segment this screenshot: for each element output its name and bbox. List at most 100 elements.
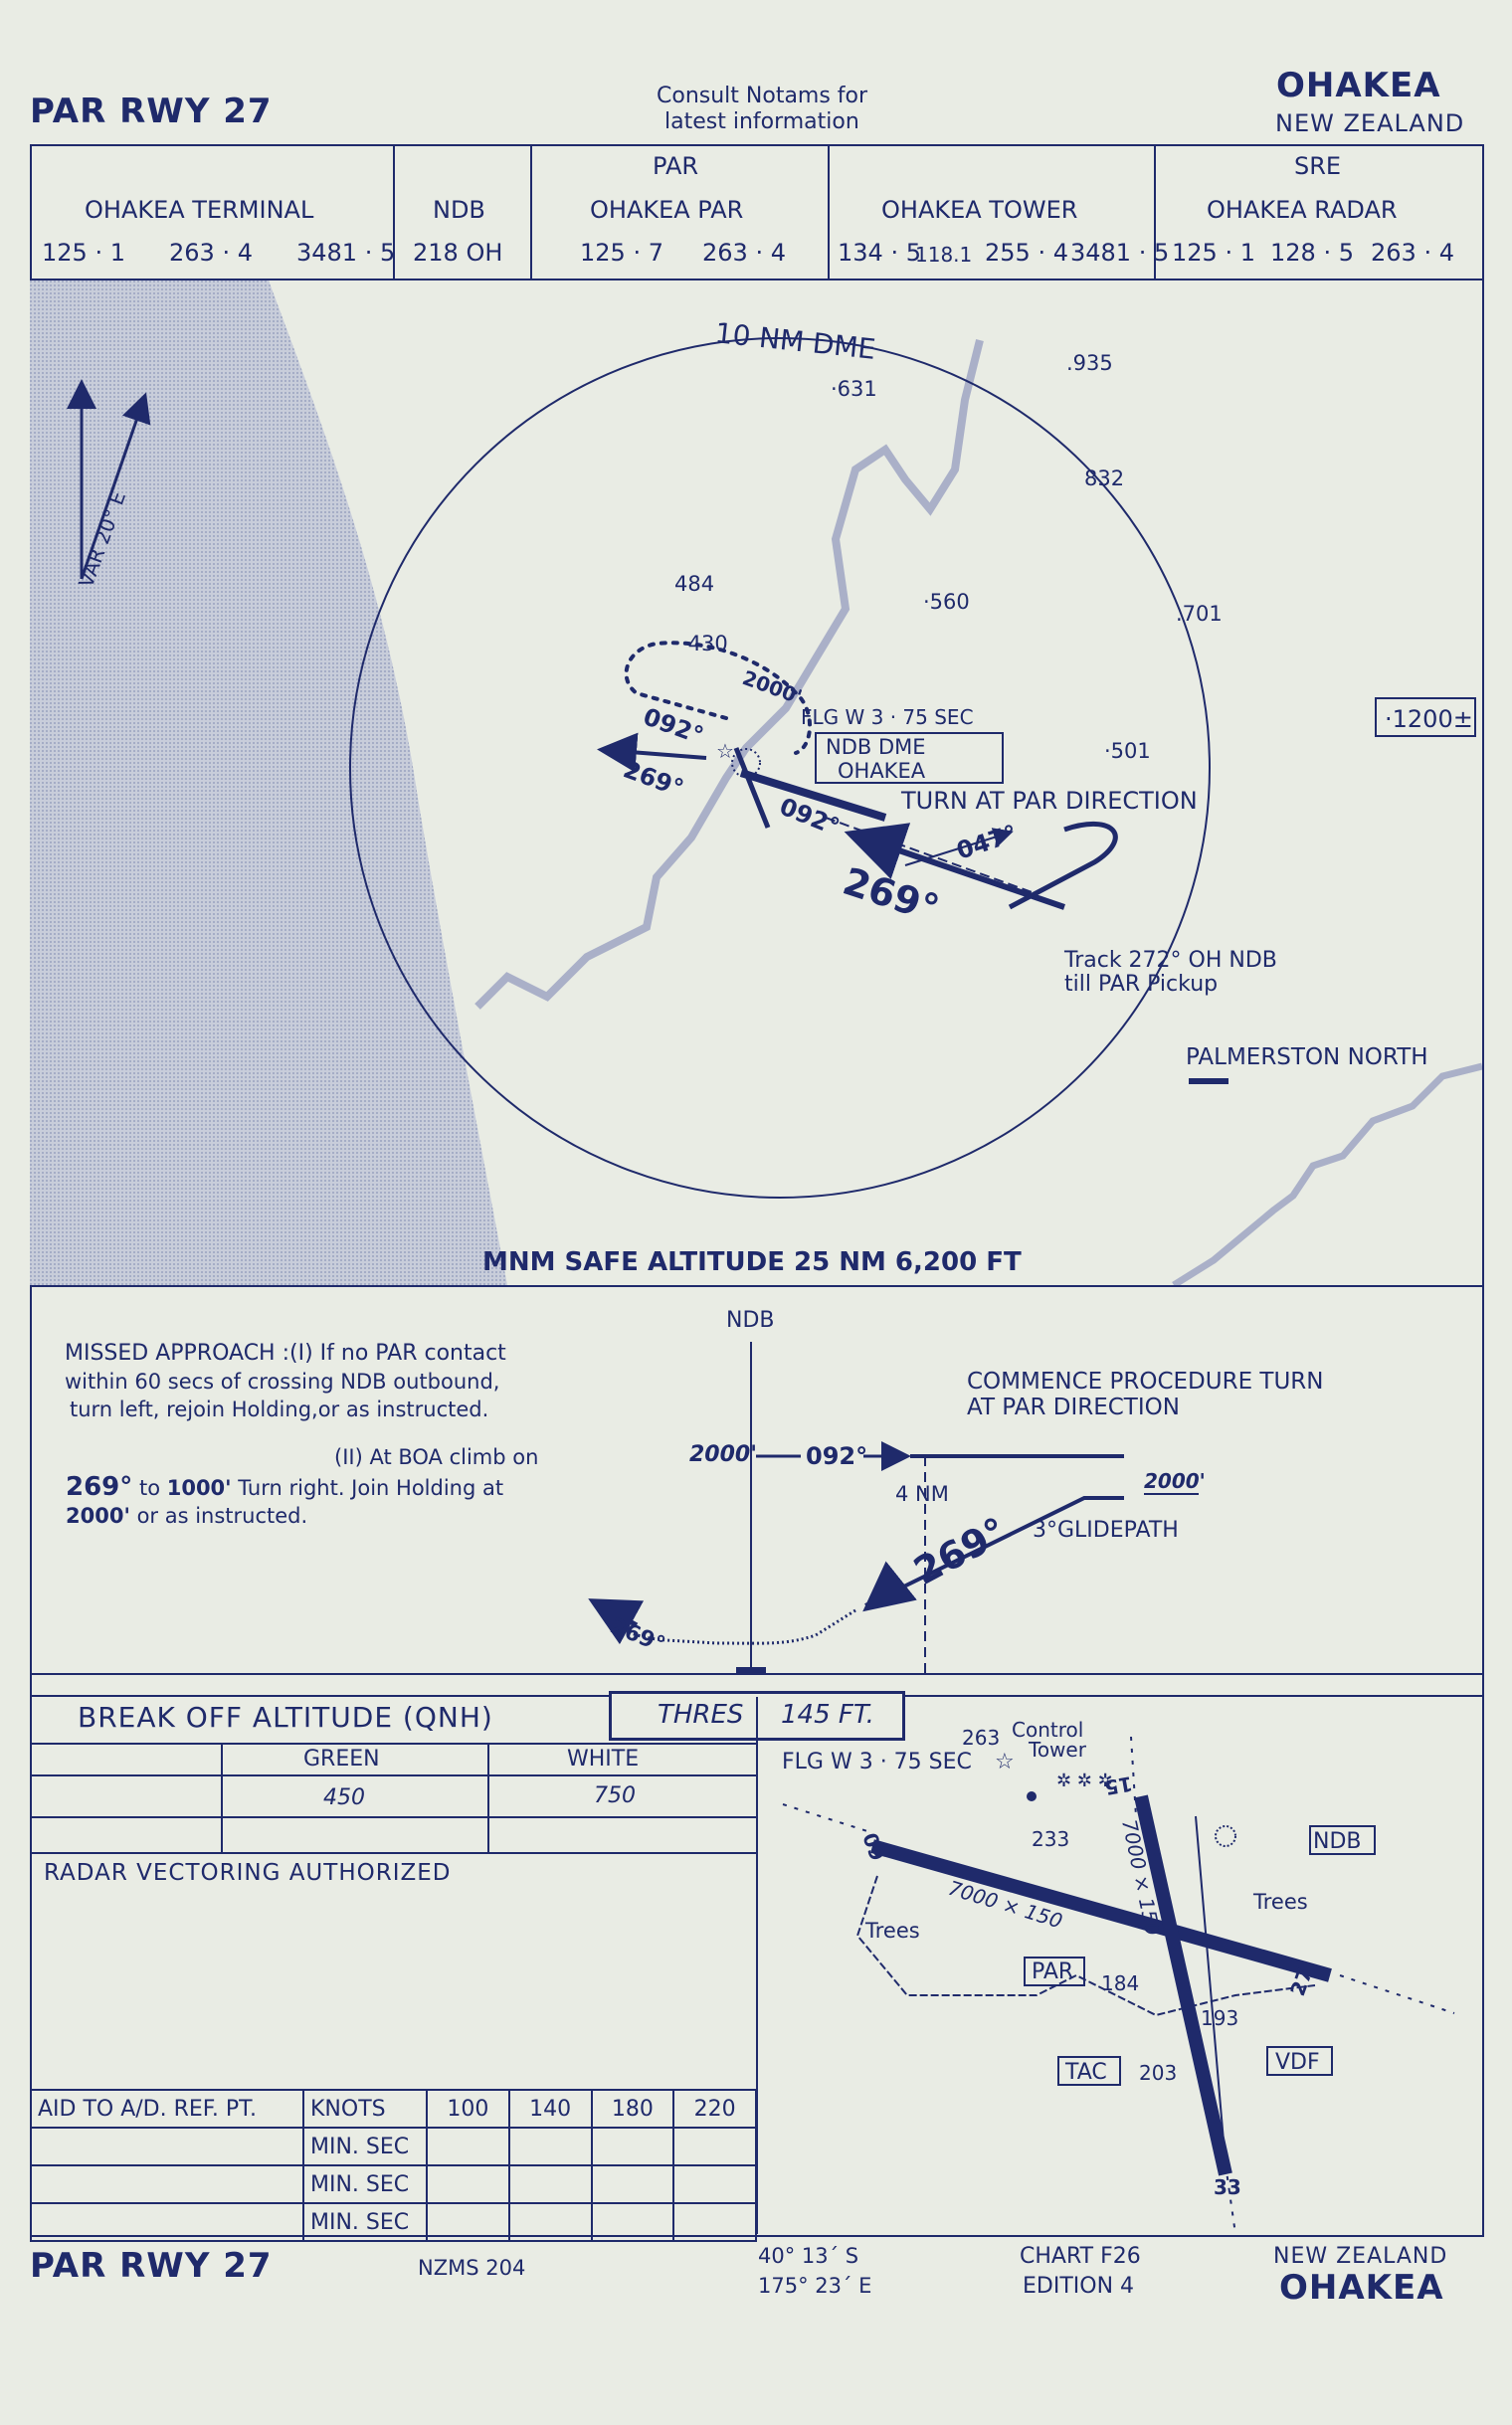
time-table: AID TO A/D. REF. PT. KNOTS 100 140 180 2… — [30, 2089, 757, 2242]
sre-top: SRE — [1294, 152, 1342, 180]
final-course: 269° — [838, 859, 944, 931]
missed-approach-1a: :(I) If no PAR contact — [282, 1341, 506, 1366]
par-freq-1: 125 · 7 — [580, 239, 663, 267]
sre-freq-1: 125 · 1 — [1172, 239, 1255, 267]
turn-note: TURN AT PAR DIRECTION — [900, 787, 1198, 815]
missed-to: to — [132, 1476, 167, 1500]
glidepath-line — [864, 1496, 1124, 1607]
holding-pattern — [624, 641, 813, 755]
spot-height: ·501 — [1104, 739, 1151, 763]
procedure-turn-heading: 047° — [953, 820, 1021, 865]
glidepath-label: 3°GLIDEPATH — [1033, 1518, 1179, 1543]
ad-ndb-icon — [1215, 1825, 1236, 1847]
knots-label: KNOTS — [302, 2089, 428, 2129]
terminal-freq-3: 3481 · 5 — [296, 239, 396, 267]
elev-203: 203 — [1139, 2061, 1177, 2085]
ad-ndb-label: NDB — [1313, 1829, 1362, 1854]
procedure-turn-path — [1008, 821, 1118, 910]
hold-altitude: 2000' — [739, 665, 805, 709]
spot-height: 484 — [674, 572, 714, 596]
min-sec-label: MIN. SEC — [302, 2202, 428, 2242]
river — [474, 339, 984, 1010]
vdf-label: VDF — [1275, 2050, 1320, 2075]
chart-number: CHART F26 — [1020, 2244, 1141, 2269]
tower-label: OHAKEA TOWER — [881, 196, 1078, 224]
beacon-star-icon: ☆ — [716, 739, 734, 763]
notams-line-1: Consult Notams for — [657, 84, 868, 108]
green-value: 450 — [323, 1785, 365, 1810]
green-header: GREEN — [303, 1747, 380, 1772]
sea-area — [30, 280, 507, 1285]
beacon-label: FLG W 3 · 75 SEC — [801, 705, 974, 729]
footer-title: PAR RWY 27 — [30, 2246, 273, 2286]
ad-beacon-icon: ☆ — [995, 1750, 1015, 1774]
station-name: OHAKEA — [1276, 66, 1441, 105]
runway-09-27 — [870, 1839, 1332, 1982]
profile-left-altitude: 2000' — [689, 1442, 757, 1467]
tacan-label: TAC — [1064, 2060, 1107, 2085]
plan-view: 10 NM DME VAR 20° E ·631 .935 832 484 ·5… — [30, 280, 1482, 1285]
sre-freq-3: 263 · 4 — [1371, 239, 1454, 267]
commence-line-2: AT PAR DIRECTION — [967, 1395, 1180, 1420]
runway-09-label: 09 — [857, 1830, 889, 1864]
profile-distance: 4 NM — [895, 1482, 949, 1506]
control-label-2: Tower — [1028, 1738, 1087, 1762]
control-label-1: Control — [1012, 1718, 1083, 1742]
sre-freq-2: 128 · 5 — [1270, 239, 1354, 267]
missed-approach-2b: Turn right. Join Holding at — [231, 1476, 504, 1500]
elev-184: 184 — [1101, 1971, 1139, 1995]
ndb-label: NDB — [433, 196, 485, 224]
longitude: 175° 23´ E — [758, 2274, 872, 2298]
radar-vectoring: RADAR VECTORING AUTHORIZED — [44, 1860, 452, 1886]
ndb-dme-box — [815, 732, 1004, 784]
magnetic-north-arrow — [80, 392, 151, 580]
profile-view: NDB 2000' 092° COMMENCE PROCEDURE TURN A… — [588, 1308, 1323, 1675]
nzms-number: NZMS 204 — [418, 2256, 526, 2280]
speed-100: 100 — [426, 2089, 510, 2129]
profile-final-course: 269° — [907, 1509, 1014, 1593]
dme-label: 10 NM DME — [713, 316, 877, 366]
dme-ring — [349, 337, 1211, 1199]
ad-beacon-label: FLG W 3 · 75 SEC — [782, 1750, 972, 1774]
country-name: NEW ZEALAND — [1275, 109, 1465, 137]
boa-title: BREAK OFF ALTITUDE (QNH) — [78, 1701, 493, 1734]
spot-height: ·631 — [831, 377, 877, 401]
commence-line-1: COMMENCE PROCEDURE TURN — [967, 1369, 1323, 1395]
frequency-table: OHAKEA TERMINAL 125 · 1 263 · 4 3481 · 5… — [30, 144, 1482, 280]
footer-country: NEW ZEALAND — [1273, 2244, 1448, 2269]
control-elev: 263 — [962, 1726, 1000, 1750]
spot-height: ·560 — [923, 590, 970, 614]
threshold-label: THRES — [658, 1700, 744, 1730]
river-east — [1172, 1062, 1482, 1285]
tower-freq-3: 255 · 4 — [985, 239, 1068, 267]
runway-33-label: 33 — [1214, 2175, 1241, 2199]
latitude: 40° 13´ S — [758, 2244, 859, 2268]
ndb-freq: 218 OH — [413, 239, 503, 267]
missed-hold-altitude: 2000' — [66, 1504, 130, 1528]
hold-outbound: 092° — [640, 702, 707, 750]
par-site-label: PAR — [1032, 1959, 1073, 1984]
terminal-freq-2: 263 · 4 — [169, 239, 253, 267]
hold-inbound-arrow — [597, 732, 707, 773]
chart-title: PAR RWY 27 — [30, 92, 273, 131]
speed-140: 140 — [507, 2089, 593, 2129]
footer-station: OHAKEA — [1279, 2268, 1444, 2308]
trees-left: Trees — [864, 1919, 920, 1943]
control-tower-icon — [1027, 1791, 1037, 1801]
min-sec-label: MIN. SEC — [302, 2164, 428, 2204]
missed-approach-1c: turn left, rejoin Holding,or as instruct… — [70, 1398, 489, 1421]
edition: EDITION 4 — [1023, 2274, 1135, 2299]
speed-220: 220 — [672, 2089, 757, 2129]
missed-altitude: 1000' — [166, 1476, 232, 1500]
missed-heading: 269° — [66, 1472, 133, 1502]
hold-inbound: 269° — [620, 755, 687, 803]
profile-ndb-label: NDB — [726, 1308, 775, 1333]
elev-193: 193 — [1201, 2006, 1238, 2030]
elev-233: 233 — [1032, 1827, 1069, 1851]
trees-icon: ✲ ✲ ✲ — [1056, 1771, 1113, 1791]
minimum-safe-altitude: MNM SAFE ALTITUDE 25 NM 6,200 FT — [482, 1247, 1022, 1277]
par-label: OHAKEA PAR — [590, 196, 744, 224]
speed-180: 180 — [590, 2089, 675, 2129]
palmerston-label: PALMERSTON NORTH — [1186, 1044, 1428, 1070]
missed-approach-1b: within 60 secs of crossing NDB outbound, — [65, 1370, 500, 1394]
